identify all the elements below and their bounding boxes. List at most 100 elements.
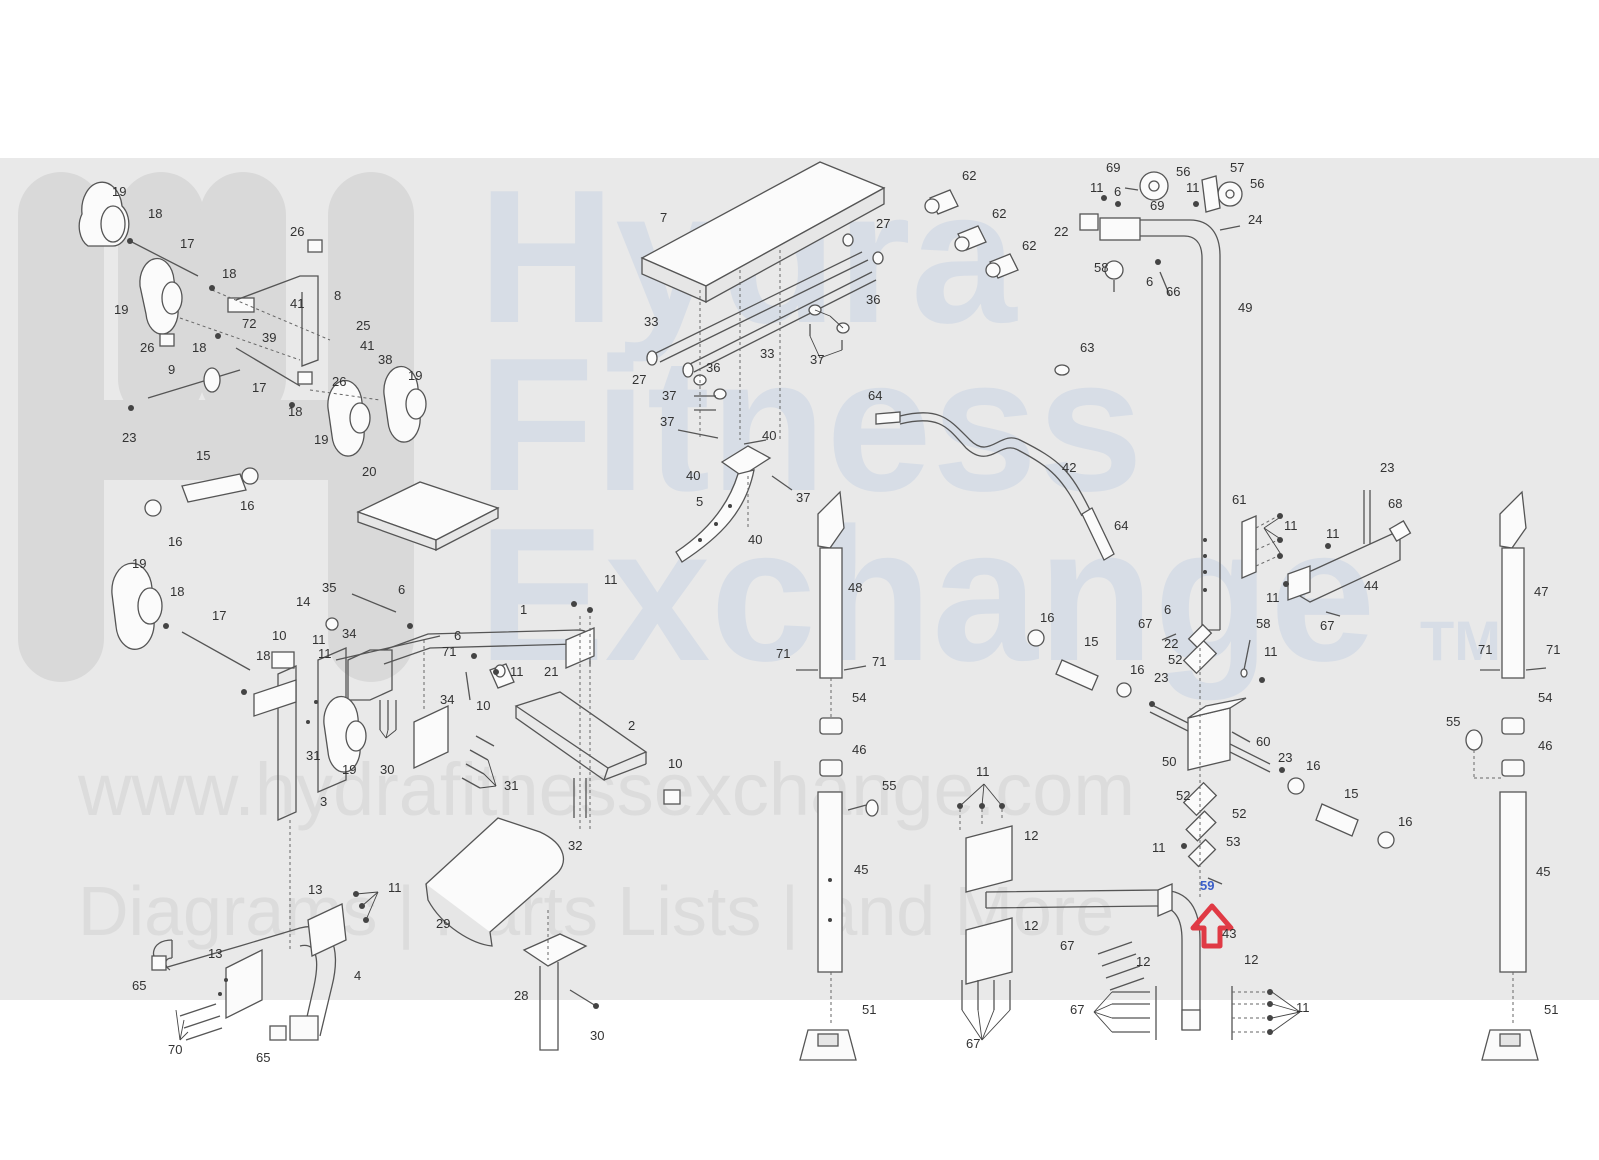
callout-11f: 11 — [510, 664, 524, 679]
watermark-line2: Fitness — [478, 319, 1143, 531]
bracket-22b — [1187, 623, 1213, 649]
bolt-67a — [1325, 611, 1341, 617]
callout-5: 5 — [696, 494, 703, 509]
bracket-plate-5 — [720, 445, 772, 477]
callout-58b: 58 — [1256, 616, 1270, 631]
callout-66: 66 — [1166, 284, 1180, 299]
callout-71b: 71 — [776, 646, 790, 661]
callout-7: 7 — [660, 210, 667, 225]
leg-developer-upper — [78, 181, 427, 457]
tube-15b — [1055, 659, 1099, 691]
callout-16f: 16 — [1398, 814, 1412, 829]
bushing-16b — [144, 499, 162, 517]
bolt-59 — [1207, 877, 1223, 885]
bolt-35 — [351, 593, 397, 613]
callout-35: 35 — [322, 580, 336, 595]
callout-19f: 19 — [342, 762, 356, 777]
bushing-54a — [819, 717, 843, 735]
plate-12b — [965, 917, 1013, 985]
callout-16e: 16 — [1306, 758, 1320, 773]
bracket-34b — [413, 704, 449, 770]
callout-18b: 18 — [222, 266, 236, 281]
bolt-71a — [465, 671, 471, 701]
bolt-69a — [1124, 187, 1139, 191]
callout-22a: 22 — [1054, 224, 1068, 239]
bushing-16a — [241, 467, 259, 485]
bushing-16d — [1116, 682, 1132, 698]
washer-53 — [1187, 838, 1217, 868]
callout-37d: 37 — [796, 490, 810, 505]
watermark-line3: Exchange — [478, 489, 1376, 701]
column-45b — [1499, 791, 1527, 973]
callout-34a: 34 — [342, 626, 356, 641]
callout-54b: 54 — [1538, 690, 1552, 705]
knob-30b — [569, 989, 597, 1007]
callout-52c: 52 — [1232, 806, 1246, 821]
callout-23b: 23 — [1380, 460, 1394, 475]
callout-23a: 23 — [122, 430, 136, 445]
callout-11g: 11 — [1284, 518, 1298, 533]
tube-15a — [181, 473, 247, 503]
frame-43-foot — [1181, 1009, 1201, 1031]
callout-42: 42 — [1062, 460, 1076, 475]
callout-11i: 11 — [1266, 590, 1280, 605]
preacher-group — [425, 817, 599, 1051]
rail-33a — [653, 251, 863, 355]
callout-11d: 11 — [312, 632, 326, 647]
callout-71a: 71 — [442, 644, 456, 659]
plate-13a — [225, 948, 263, 1020]
cap-26a — [307, 239, 323, 253]
callout-58a: 58 — [1094, 260, 1108, 275]
callout-11e: 11 — [318, 646, 332, 661]
bolt-71e — [1525, 667, 1547, 671]
callout-56b: 56 — [1250, 176, 1264, 191]
callout-4: 4 — [354, 968, 361, 983]
callout-31a: 31 — [306, 748, 320, 763]
watermark-tagline: Diagrams | Parts Lists | and More — [78, 872, 1114, 950]
column-48-group — [796, 490, 879, 1061]
grip-64a — [875, 411, 901, 425]
callout-36b: 36 — [706, 360, 720, 375]
callout-64a: 64 — [868, 388, 882, 403]
callout-11b: 11 — [1186, 180, 1200, 195]
callout-19a: 19 — [112, 184, 126, 199]
pulley-bracket-57 — [1201, 175, 1221, 213]
callout-28: 28 — [514, 988, 528, 1003]
ball-58a — [1104, 260, 1124, 280]
column-49 — [1130, 219, 1221, 630]
callout-26c: 26 — [332, 374, 346, 389]
bracket-34a — [317, 647, 347, 793]
callout-20: 20 — [362, 464, 376, 479]
bolt-71c — [843, 665, 867, 671]
curl-bar-group — [875, 189, 1115, 561]
bushing-16f — [1377, 831, 1395, 849]
callout-15b: 15 — [1084, 634, 1098, 649]
bolt-67b — [1161, 633, 1177, 641]
callout-11c: 11 — [604, 572, 618, 587]
callout-9: 9 — [168, 362, 175, 377]
callout-67b: 67 — [1138, 616, 1152, 631]
callout-26a: 26 — [290, 224, 304, 239]
callout-16d: 16 — [1130, 662, 1144, 677]
tube-15-group — [144, 467, 259, 517]
callout-67a: 67 — [1320, 618, 1334, 633]
callout-68: 68 — [1388, 496, 1402, 511]
callout-15c: 15 — [1344, 786, 1358, 801]
callout-19e: 19 — [132, 556, 146, 571]
main-frame-group — [111, 562, 681, 950]
callout-40a: 40 — [762, 428, 776, 443]
callout-30a: 30 — [380, 762, 394, 777]
plate-12a — [965, 825, 1013, 893]
callout-69a: 69 — [1106, 160, 1120, 175]
highlighted-part-label[interactable]: 59 — [1200, 878, 1214, 893]
callout-33a: 33 — [644, 314, 658, 329]
plate-11d — [253, 679, 297, 717]
shaft-17b — [235, 347, 301, 387]
callout-61: 61 — [1232, 492, 1246, 507]
callout-67c: 67 — [1060, 938, 1074, 953]
callout-29: 29 — [436, 916, 450, 931]
bushing-46b — [1501, 759, 1525, 777]
callout-46b: 46 — [1538, 738, 1552, 753]
callout-25: 25 — [356, 318, 370, 333]
callout-6b: 6 — [1146, 274, 1153, 289]
